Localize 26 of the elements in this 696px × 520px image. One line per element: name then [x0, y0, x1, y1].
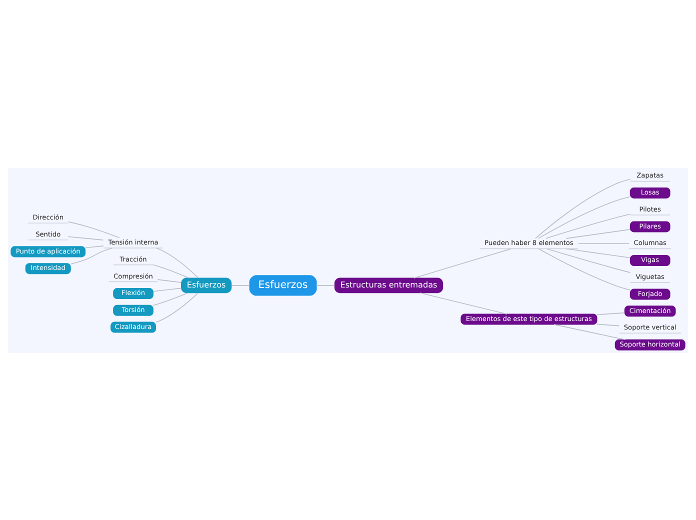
connector [316, 284, 336, 286]
connector [535, 178, 631, 238]
connector [566, 248, 630, 258]
connector [538, 248, 630, 290]
connector [414, 248, 512, 278]
connector [566, 228, 630, 238]
connector [596, 323, 620, 326]
connector [231, 284, 250, 286]
connector [68, 220, 120, 238]
connector [152, 292, 189, 306]
connector [68, 236, 104, 240]
node-box: Esfuerzos [249, 274, 317, 296]
connector [538, 196, 630, 238]
connector [152, 287, 182, 292]
connector [554, 324, 626, 340]
connector [578, 242, 630, 244]
connector [84, 245, 104, 248]
connector [70, 247, 113, 264]
connector [596, 312, 626, 315]
connector [156, 292, 198, 322]
connector [546, 248, 631, 272]
connector [546, 213, 631, 238]
connector [156, 247, 199, 278]
connector [152, 264, 190, 278]
connector [420, 292, 508, 314]
connector [157, 278, 182, 282]
